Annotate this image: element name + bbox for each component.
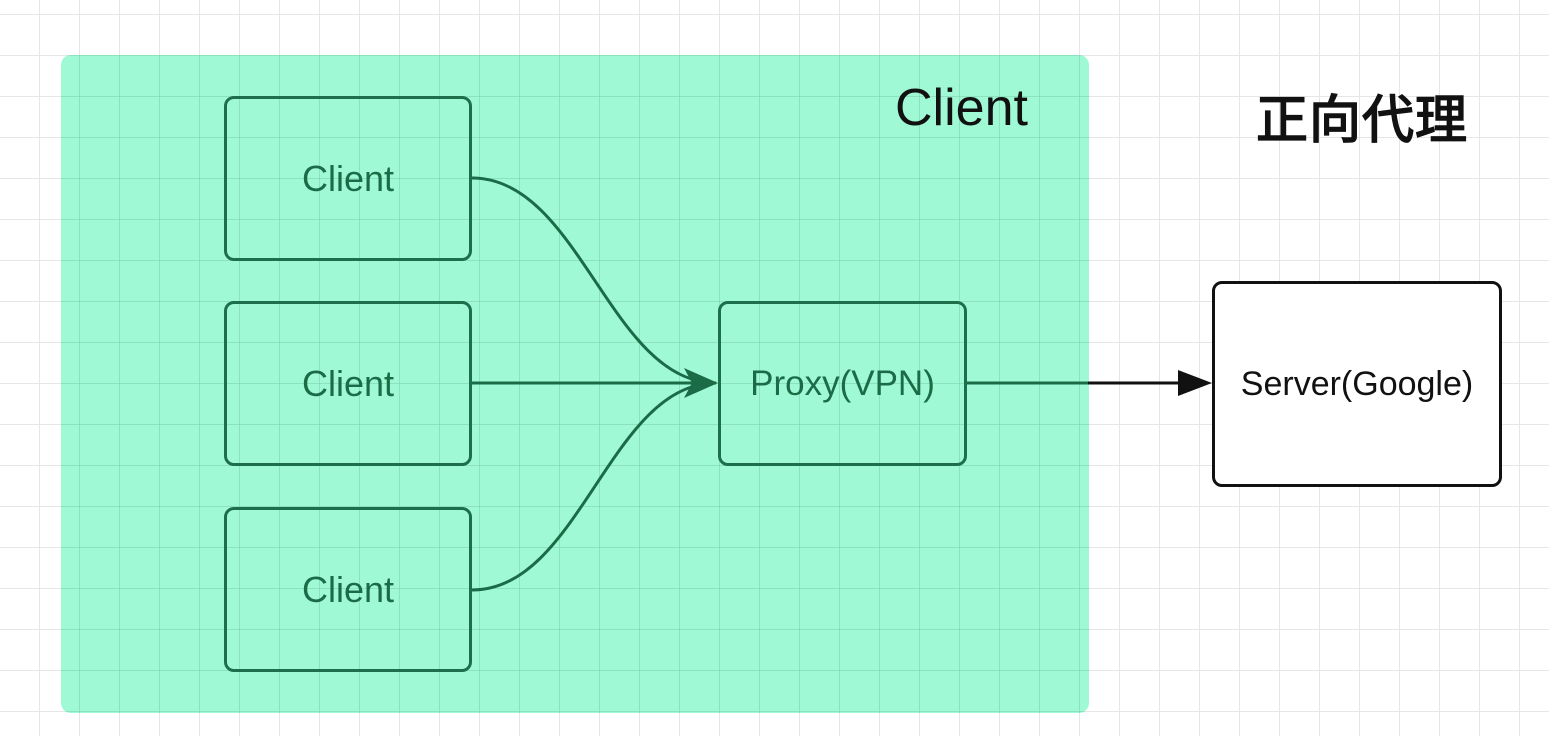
client-node-2-label: Client bbox=[301, 362, 395, 404]
proxy-node[interactable]: Proxy(VPN) bbox=[718, 301, 967, 466]
edge-client-1-to-proxy bbox=[471, 176, 717, 385]
server-node-label: Server(Google) bbox=[1240, 364, 1474, 403]
client-node-2[interactable]: Client bbox=[224, 301, 472, 466]
client-node-3-label: Client bbox=[301, 568, 395, 610]
client-group-label: Client bbox=[895, 79, 1028, 137]
client-node-1-label: Client bbox=[301, 157, 395, 199]
edge-client-3-to-proxy bbox=[471, 381, 717, 592]
server-arrowhead bbox=[1178, 370, 1212, 396]
proxy-arrowhead bbox=[684, 368, 718, 398]
diagram-title: 正向代理 bbox=[1256, 92, 1469, 150]
client-node-3[interactable]: Client bbox=[224, 507, 472, 672]
client-node-1[interactable]: Client bbox=[224, 96, 472, 261]
proxy-node-label: Proxy(VPN) bbox=[750, 363, 935, 403]
server-node[interactable]: Server(Google) bbox=[1212, 281, 1502, 487]
